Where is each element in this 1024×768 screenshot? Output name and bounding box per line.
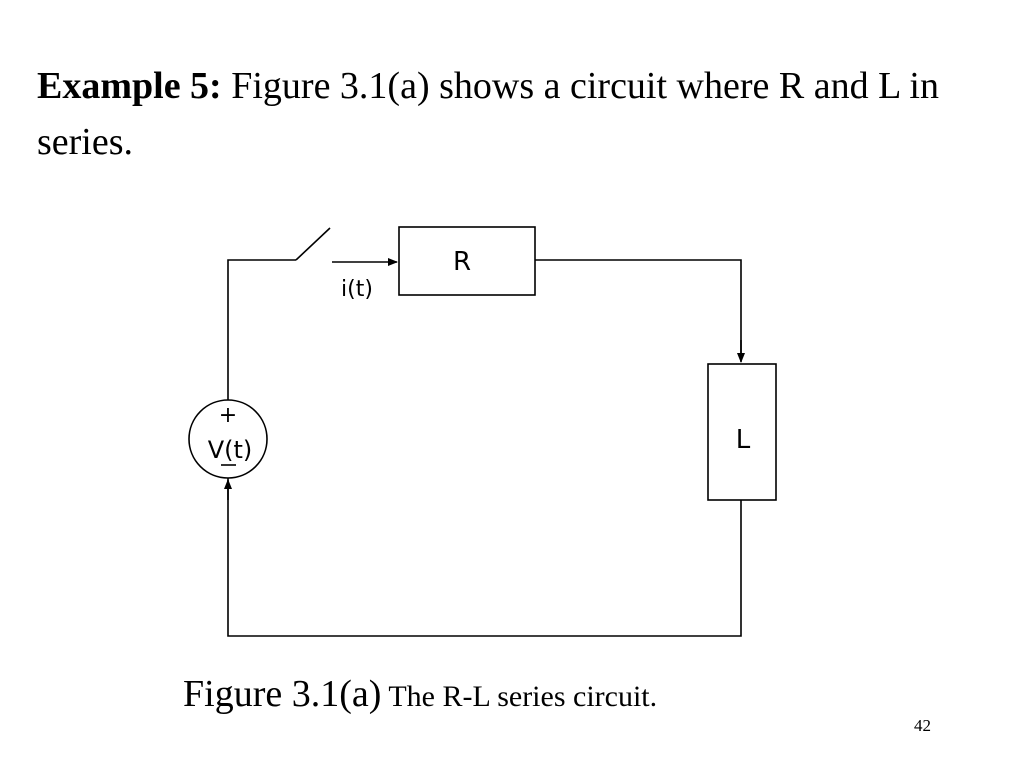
- source-label: V(t): [208, 436, 253, 464]
- caption-description: The R-L series circuit.: [381, 680, 658, 713]
- resistor-label: R: [453, 247, 471, 277]
- wire-left-top: [227, 259, 296, 400]
- voltage-source: [188, 399, 268, 479]
- heading-text: Figure 3.1(a) shows a circuit where R an…: [37, 65, 939, 163]
- wire-bottom: [227, 478, 742, 637]
- figure-caption: Figure 3.1(a) The R-L series circuit.: [183, 672, 657, 716]
- resistor: [398, 226, 536, 296]
- switch: [295, 227, 331, 261]
- page-number: 42: [914, 716, 931, 735]
- caption-figure-number: Figure 3.1(a): [183, 673, 382, 715]
- current-label: i(t): [341, 277, 373, 302]
- inductor: [707, 363, 777, 501]
- source-plus-label: +: [219, 403, 237, 428]
- example-label: Example 5:: [37, 65, 222, 107]
- slide-heading: Example 5: Figure 3.1(a) shows a circuit…: [37, 58, 987, 170]
- inductor-label: L: [736, 425, 751, 455]
- wire-top-right: [535, 259, 742, 356]
